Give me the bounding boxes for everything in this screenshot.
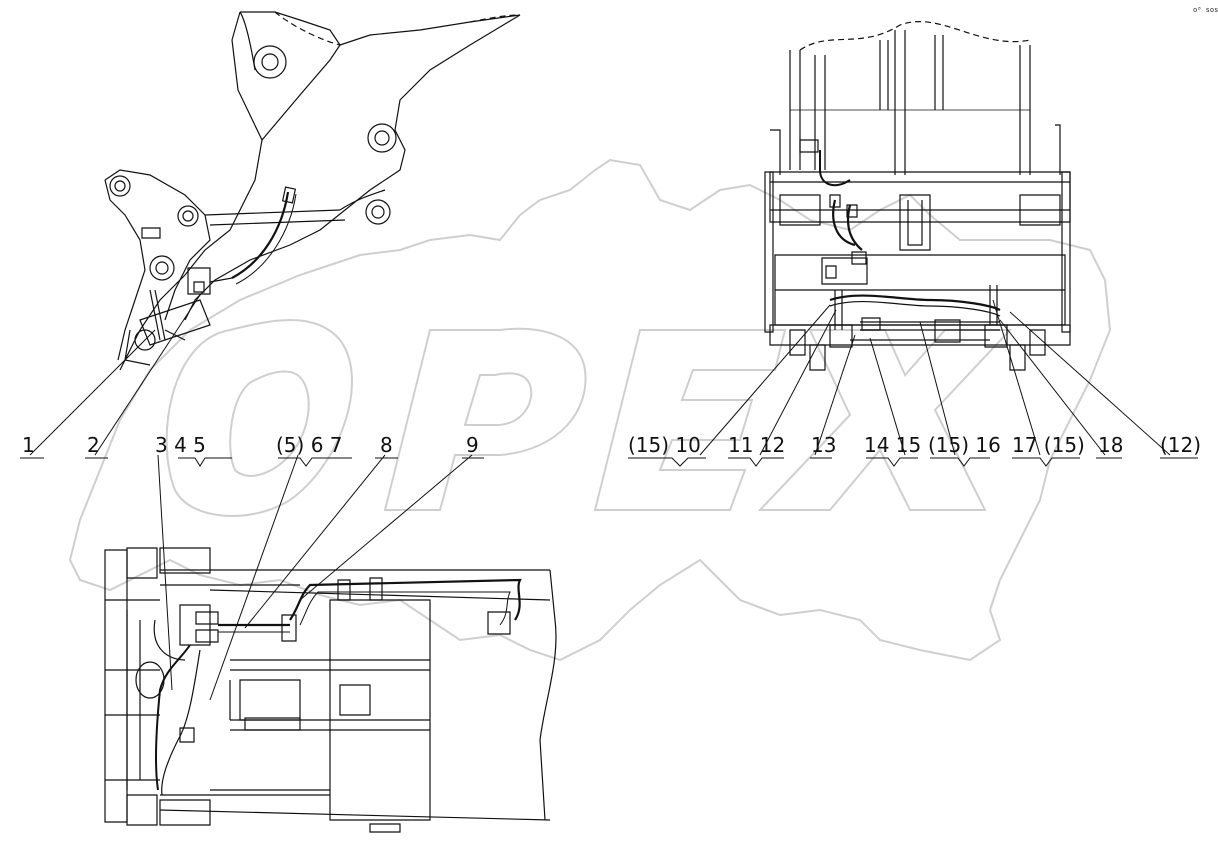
opex-watermark: [68, 158, 1112, 662]
callout-3-4-5: 3 4 5: [155, 433, 206, 457]
callout-14-15: 14 15: [864, 433, 921, 457]
callout-18: 18: [1098, 433, 1123, 457]
callout-13: 13: [811, 433, 836, 457]
plan-view: [105, 548, 556, 832]
callout-2: 2: [87, 433, 100, 457]
corner-mark: o⁰ sos: [1193, 6, 1218, 14]
callout-15-10: (15) 10: [628, 433, 701, 457]
callout-8: 8: [380, 433, 393, 457]
leader-lines: [20, 294, 1198, 701]
callout-1: 1: [22, 433, 35, 457]
callout-15-16: (15) 16: [928, 433, 1001, 457]
callout-12-ref: (12): [1160, 433, 1201, 457]
callout-labels: 1 2 3 4 5 (5) 6 7 8 9 (15) 10 11 12 13 1…: [22, 433, 1201, 457]
callout-5-6-7: (5) 6 7: [276, 433, 343, 457]
callout-11-12: 11 12: [728, 433, 785, 457]
front-view: [765, 22, 1070, 370]
side-view: [105, 12, 520, 370]
callout-9: 9: [466, 433, 479, 457]
callout-17-15: 17 (15): [1012, 433, 1085, 457]
